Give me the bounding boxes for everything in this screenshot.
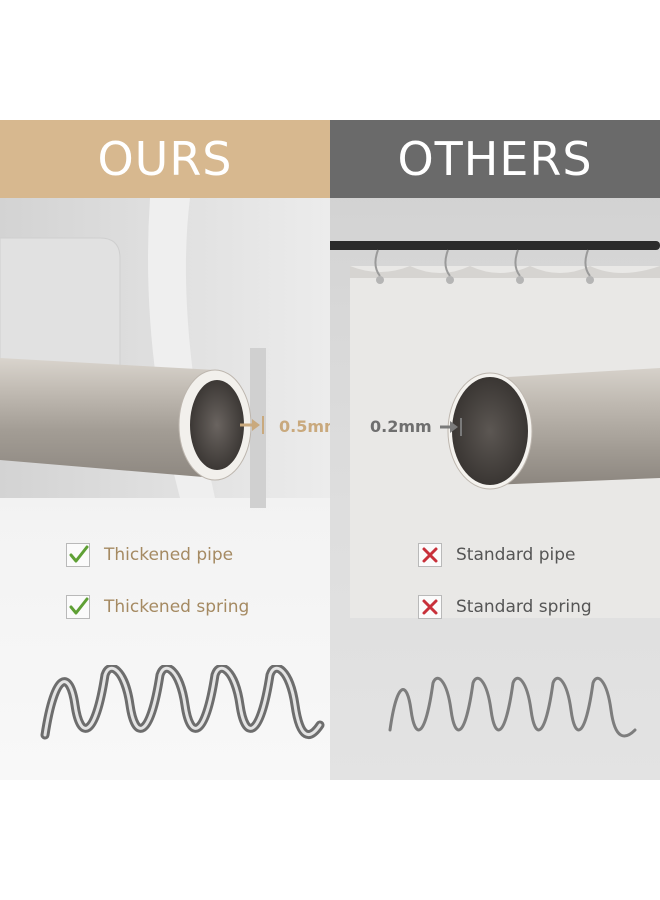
check-icon xyxy=(66,543,90,567)
others-scene-illustration xyxy=(330,241,660,618)
ours-header: OURS xyxy=(0,120,330,198)
ours-scene-illustration xyxy=(0,198,330,508)
ours-arrow-icon xyxy=(240,416,264,434)
ours-feature-pipe-label: Thickened pipe xyxy=(104,545,234,565)
others-feature-spring: Standard spring xyxy=(418,595,592,619)
ours-feature-spring: Thickened spring xyxy=(66,595,249,619)
others-panel: OTHERS xyxy=(330,120,660,780)
ours-panel: OURS xyxy=(0,120,330,780)
ours-feature-spring-label: Thickened spring xyxy=(104,597,250,617)
others-feature-pipe: Standard pipe xyxy=(418,543,576,567)
others-header: OTHERS xyxy=(330,120,660,198)
cross-icon xyxy=(418,595,442,619)
check-icon xyxy=(66,595,90,619)
others-pipe xyxy=(490,368,660,485)
others-arrow-icon xyxy=(440,418,462,436)
others-thickness-label: 0.2mm xyxy=(370,417,432,436)
others-scene xyxy=(330,198,660,780)
others-feature-spring-label: Standard spring xyxy=(456,597,592,617)
cross-icon xyxy=(418,543,442,567)
ours-feature-pipe: Thickened pipe xyxy=(66,543,233,567)
others-feature-pipe-label: Standard pipe xyxy=(456,545,576,565)
others-spring-illustration xyxy=(388,676,637,738)
ours-scene xyxy=(0,198,330,780)
ours-thickness-label: 0.5mm xyxy=(279,417,330,436)
ours-pipe xyxy=(0,358,215,478)
ours-spring-illustration xyxy=(40,665,325,740)
